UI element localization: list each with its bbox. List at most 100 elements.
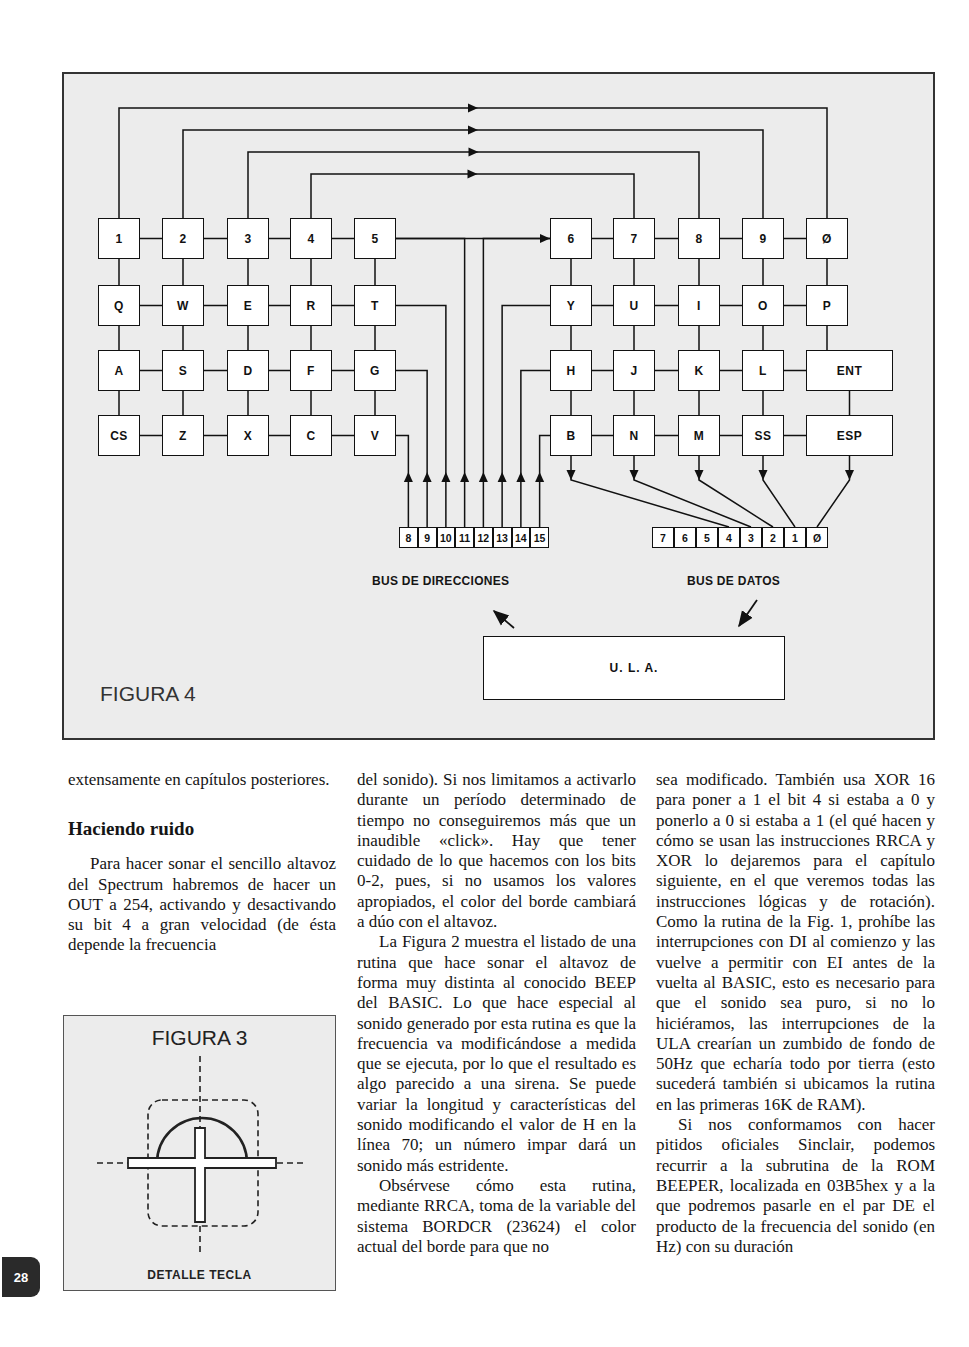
key-label: 7: [630, 232, 637, 246]
figure-ground: [63, 1015, 336, 1291]
key-box: P: [806, 285, 848, 326]
arrowhead: [468, 126, 478, 135]
bit-number: 2: [770, 532, 776, 544]
wire-connector: [119, 104, 827, 219]
wire-connector: [817, 456, 854, 527]
wire-connector: [375, 326, 376, 350]
data-bus-cell: 4: [718, 527, 740, 548]
wire: [762, 259, 764, 285]
wire: [502, 306, 550, 528]
figure-frame: 123456789ØQWERTYUIOPASDFGHJKLENTCSZXCVBN…: [62, 72, 935, 740]
wire: [140, 305, 162, 307]
key-box: 8: [678, 218, 720, 259]
figure-text: DETALLE TECLA: [147, 1268, 251, 1282]
wire-connector: [269, 370, 290, 371]
key-label: N: [629, 429, 638, 443]
key-box: T: [354, 285, 396, 326]
arrowhead: [423, 472, 432, 482]
key-box: ENT: [806, 350, 893, 391]
wire-connector: [655, 238, 678, 239]
contact-cross: [128, 1128, 276, 1222]
key-box: B: [550, 415, 592, 456]
address-bus-cell: 11: [455, 527, 474, 548]
key-label: Z: [179, 429, 187, 443]
data-bus-cell: 1: [784, 527, 806, 548]
wire: [699, 456, 773, 527]
wire-connector: [119, 326, 120, 350]
body-paragraph: Si nos conformamos con hacer pitidos ofi…: [656, 1115, 935, 1257]
key-label: SS: [754, 429, 771, 443]
wire: [140, 435, 162, 437]
wire-connector: [592, 370, 613, 371]
wire-connector: [784, 435, 806, 436]
bit-number: 7: [660, 532, 666, 544]
wire: [762, 326, 764, 350]
wire-connector: [592, 238, 613, 239]
key-box: 5: [354, 218, 396, 259]
text-column: del sonido). Si nos limitamos a activarl…: [357, 770, 636, 1257]
key-box: I: [678, 285, 720, 326]
wire-connector: [183, 326, 184, 350]
key-box: G: [354, 350, 396, 391]
wire: [182, 326, 184, 350]
wire: [247, 326, 249, 350]
key-box: Y: [550, 285, 592, 326]
key-box: Z: [162, 415, 204, 456]
wire: [655, 305, 678, 307]
wire: [247, 259, 249, 285]
key-box: H: [550, 350, 592, 391]
bit-number: 3: [748, 532, 754, 544]
wire: [655, 435, 678, 437]
bit-number: 11: [459, 532, 470, 544]
wire-connector: [119, 259, 120, 285]
wire: [310, 391, 312, 415]
wire: [633, 391, 635, 415]
wire-connector: [634, 391, 635, 415]
wire-connector: [827, 326, 828, 350]
wire: [570, 326, 572, 350]
key-label: 2: [179, 232, 186, 246]
bit-number: 13: [496, 532, 508, 544]
key-label: 8: [695, 232, 702, 246]
wire-connector: [396, 239, 469, 528]
key-box: S: [162, 350, 204, 391]
bus-label: BUS DE DATOS: [687, 574, 780, 588]
key-box: E: [227, 285, 269, 326]
wire: [118, 391, 120, 415]
wire: [698, 391, 700, 415]
wire-connector: [571, 326, 572, 350]
key-label: J: [630, 364, 637, 378]
wire: [248, 152, 699, 218]
key-detail-illustration: [97, 1056, 303, 1254]
key-box: Q: [98, 285, 140, 326]
wire: [140, 238, 162, 240]
body-paragraph: Obsérvese cómo esta rutina, mediante RRC…: [357, 1176, 636, 1257]
wire-connector: [140, 370, 162, 371]
wire: [570, 391, 572, 415]
wire-connector: [567, 456, 730, 527]
address-bus-cell: 10: [437, 527, 456, 548]
wire-connector: [248, 326, 249, 350]
wire: [396, 239, 465, 528]
key-box: C: [290, 415, 332, 456]
key-box: 2: [162, 218, 204, 259]
figure-title: FIGURA 4: [100, 682, 196, 706]
wire: [592, 238, 613, 240]
wire-connector: [630, 456, 752, 527]
arrowhead: [469, 148, 479, 157]
wire: [332, 305, 354, 307]
wire: [826, 326, 828, 350]
wire-connector: [311, 259, 312, 285]
key-label: W: [177, 299, 189, 313]
wire: [119, 108, 827, 218]
wire-connector: [183, 259, 184, 285]
figure-text: FIGURA 3: [152, 1026, 248, 1050]
address-bus-cell: 12: [474, 527, 493, 548]
key-box: V: [354, 415, 396, 456]
wire-connector: [592, 305, 613, 306]
wire: [204, 370, 227, 372]
key-label: H: [566, 364, 575, 378]
wire-connector: [535, 436, 550, 528]
wire-connector: [183, 126, 763, 219]
key-label: 4: [307, 232, 314, 246]
